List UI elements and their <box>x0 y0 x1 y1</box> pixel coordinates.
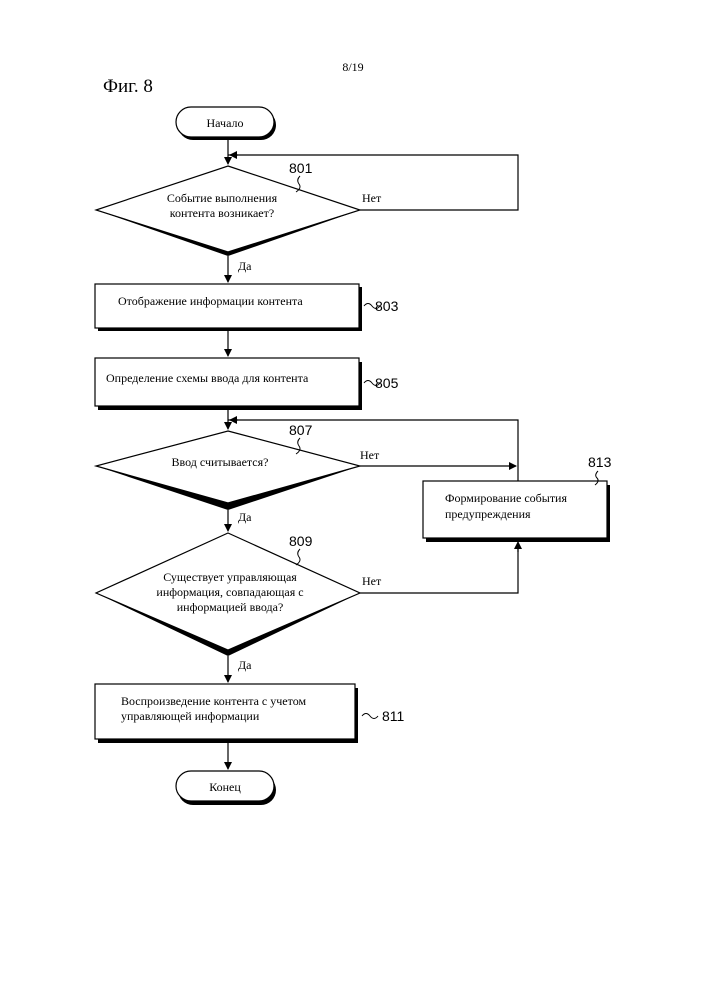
process-803-line-1: Отображение информации контента <box>118 294 303 308</box>
process-813-line-2: предупреждения <box>445 507 531 521</box>
decision-807-yes-label: Да <box>238 510 252 524</box>
process-811-line-2: управляющей информации <box>121 709 260 723</box>
process-803: Отображение информации контента 803 <box>95 284 399 331</box>
decision-801-line-2: контента возникает? <box>170 206 274 220</box>
ref-811: 811 <box>382 708 405 724</box>
decision-809-line-3: информацией ввода? <box>177 600 284 614</box>
decision-809-no-label: Нет <box>362 574 382 588</box>
decision-809-yes-label: Да <box>238 658 252 672</box>
process-811-line-1: Воспроизведение контента с учетом <box>121 694 306 708</box>
process-805: Определение схемы ввода для контента 805 <box>95 358 399 410</box>
decision-801-line-1: Событие выполнения <box>167 191 278 205</box>
decision-801-yes-label: Да <box>238 259 252 273</box>
decision-807-line-1: Ввод считывается? <box>172 455 269 469</box>
decision-801-no-label: Нет <box>362 191 382 205</box>
decision-801: Событие выполнения контента возникает? 8… <box>96 160 382 273</box>
process-811: Воспроизведение контента с учетом управл… <box>95 684 405 743</box>
ref-807: 807 <box>289 422 313 438</box>
start-terminal: Начало <box>176 107 276 140</box>
decision-809-line-1: Существует управляющая <box>163 570 297 584</box>
end-terminal: Конец <box>176 771 276 805</box>
line-809-no-to-813 <box>360 546 518 593</box>
process-805-line-1: Определение схемы ввода для контента <box>106 371 309 385</box>
ref-803: 803 <box>375 298 399 314</box>
ref-813: 813 <box>588 454 612 470</box>
ref-801: 801 <box>289 160 313 176</box>
decision-807-no-label: Нет <box>360 448 380 462</box>
ref-805: 805 <box>375 375 399 391</box>
process-813-line-1: Формирование события <box>445 491 567 505</box>
decision-809-line-2: информация, совпадающая с <box>156 585 303 599</box>
decision-809: Существует управляющая информация, совпа… <box>96 533 382 672</box>
ref-809: 809 <box>289 533 313 549</box>
process-813: Формирование события предупреждения 813 <box>423 454 612 542</box>
decision-807: Ввод считывается? 807 Нет Да <box>96 422 380 524</box>
end-label: Конец <box>209 780 241 794</box>
start-label: Начало <box>207 116 244 130</box>
